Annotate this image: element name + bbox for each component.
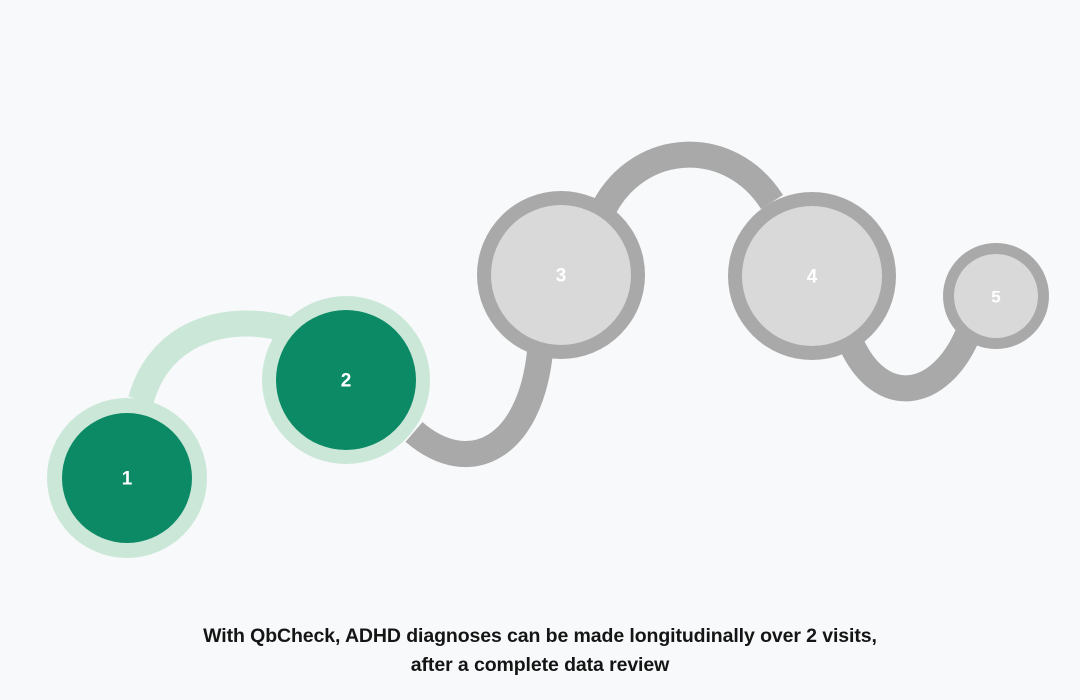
step-core-4 <box>742 206 882 346</box>
step-number-1: 1 <box>122 469 133 490</box>
step-number-2: 2 <box>341 371 352 392</box>
steps-layer: 1 2 3 4 5 <box>47 191 1049 558</box>
step-core-5 <box>954 254 1038 338</box>
step-node-2[interactable]: 2 <box>262 296 430 464</box>
step-node-5[interactable]: 5 <box>943 243 1049 349</box>
caption-line-1: With QbCheck, ADHD diagnoses can be made… <box>203 625 877 647</box>
step-core-3 <box>491 205 631 345</box>
step-core-2 <box>276 310 416 450</box>
step-node-1[interactable]: 1 <box>47 398 207 558</box>
connector-1-to-2 <box>128 310 294 404</box>
step-number-3: 3 <box>556 266 567 287</box>
step-number-5: 5 <box>991 288 1000 307</box>
connector-4-to-5 <box>838 328 980 402</box>
step-number-4: 4 <box>807 267 818 288</box>
connector-2-to-3 <box>405 350 553 468</box>
connectors-layer <box>128 141 980 468</box>
step-node-3[interactable]: 3 <box>477 191 645 359</box>
diagram-caption: With QbCheck, ADHD diagnoses can be made… <box>0 622 1080 680</box>
caption-line-2: after a complete data review <box>410 654 670 676</box>
step-node-4[interactable]: 4 <box>728 192 896 360</box>
step-core-1 <box>62 413 192 543</box>
connector-3-to-4 <box>592 141 783 215</box>
